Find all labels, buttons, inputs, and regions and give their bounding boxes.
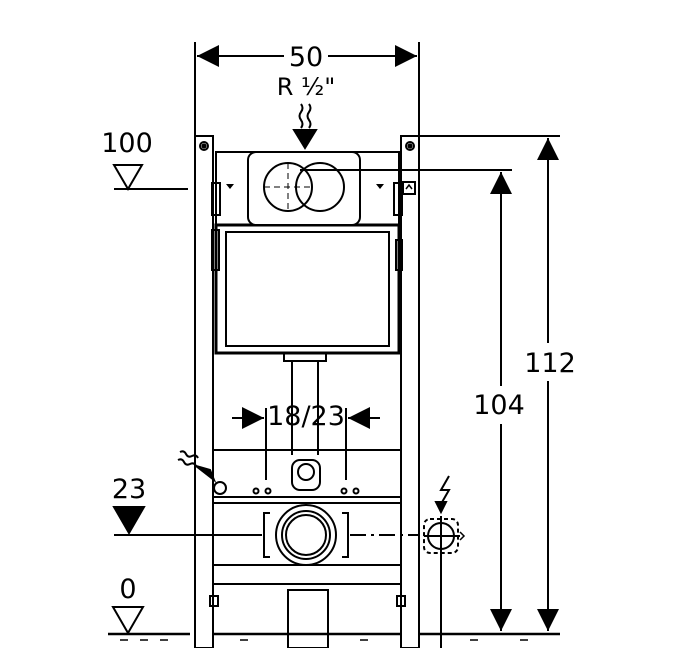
level-100-marker [112, 164, 188, 191]
dimension-width-label: 50 [289, 42, 323, 73]
level-100-label: 100 [101, 128, 153, 159]
frame-left-upright [194, 135, 214, 648]
drain-outlet [263, 504, 349, 648]
dimension-frame-height-label: 112 [524, 348, 576, 379]
supply-thread-label: R ½" [277, 73, 336, 101]
flush-connection [252, 459, 360, 495]
frame-right-upright [400, 135, 420, 648]
frame-brackets [209, 481, 406, 607]
dimension-width [194, 42, 420, 136]
dimension-frame-height [419, 135, 560, 631]
lightning-bolt-icon [434, 475, 451, 515]
flush-pipe [283, 352, 327, 455]
level-23-marker [112, 506, 420, 536]
actuator-plate [247, 151, 361, 226]
electrical-socket [423, 516, 466, 648]
level-23-label: 23 [112, 474, 146, 505]
wavy-arrow-diagonal-icon [177, 450, 217, 484]
frame-crossbars [212, 360, 401, 585]
floor-level-marker [108, 606, 560, 641]
dimension-flush-spacing [232, 407, 380, 480]
dimension-cistern-height-label: 104 [473, 390, 525, 421]
level-0-label: 0 [119, 574, 136, 605]
dimension-cistern-height [300, 169, 512, 631]
wavy-arrow-down-icon [292, 103, 318, 150]
dimension-flush-spacing-label: 18/23 [267, 401, 345, 432]
